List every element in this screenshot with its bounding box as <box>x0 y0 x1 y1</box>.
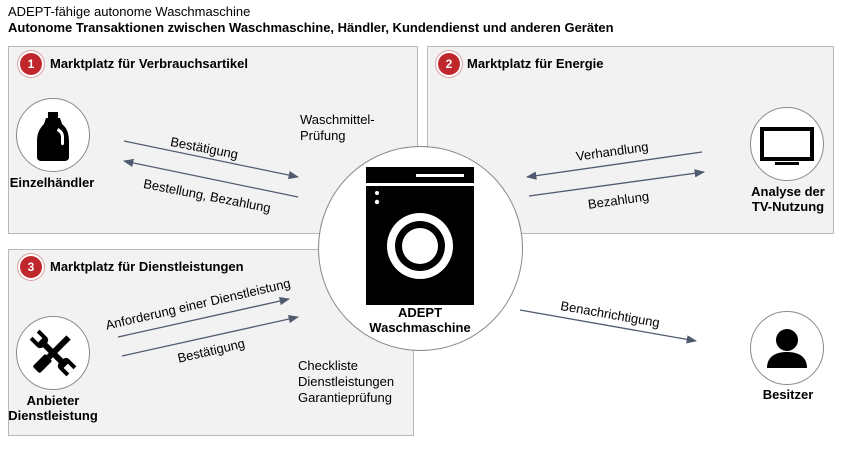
detergent-bottle-icon <box>37 112 69 161</box>
arrow-service-confirmation <box>121 314 300 357</box>
arrow-order-to-retailer <box>122 158 299 198</box>
panel-title: Marktplatz für Dienstleistungen <box>50 259 244 274</box>
diagram-subtitle: Autonome Transaktionen zwischen Waschmas… <box>8 20 614 35</box>
washer-label: ADEPT Waschmaschine <box>369 305 471 335</box>
television-icon <box>760 127 814 165</box>
arrow-notification <box>519 309 698 344</box>
washer-node <box>318 146 523 351</box>
tv-node <box>750 107 824 181</box>
washing-machine-icon <box>366 167 474 305</box>
provider-node <box>16 316 90 390</box>
arrow-service-request <box>117 296 291 338</box>
owner-node <box>750 311 824 385</box>
panel-number-badge: 1 <box>20 53 42 75</box>
panel-title: Marktplatz für Verbrauchsartikel <box>50 56 248 71</box>
flow-label-checklist: Checkliste Dienstleistungen Garantieprüf… <box>298 358 395 405</box>
panel-number-badge: 3 <box>20 256 42 278</box>
arrow-confirmation-to-washer <box>123 140 300 180</box>
retailer-label: Einzelhändler <box>9 175 95 190</box>
provider-label: Anbieter Dienstleistung <box>8 393 98 423</box>
panel-title: Marktplatz für Energie <box>467 56 604 71</box>
owner-label: Besitzer <box>762 387 814 402</box>
retailer-node <box>16 98 90 172</box>
panel-number-badge: 2 <box>438 53 460 75</box>
wrench-screwdriver-icon <box>29 329 77 377</box>
person-icon <box>767 329 807 368</box>
tv-label: Analyse der TV-Nutzung <box>751 184 825 214</box>
arrow-payment-to-tv <box>528 169 706 197</box>
flow-label-detergent-check: Waschmittel- Prüfung <box>300 112 375 143</box>
diagram-title: ADEPT-fähige autonome Waschmaschine <box>8 4 251 19</box>
arrow-negotiation-to-washer <box>525 151 703 180</box>
